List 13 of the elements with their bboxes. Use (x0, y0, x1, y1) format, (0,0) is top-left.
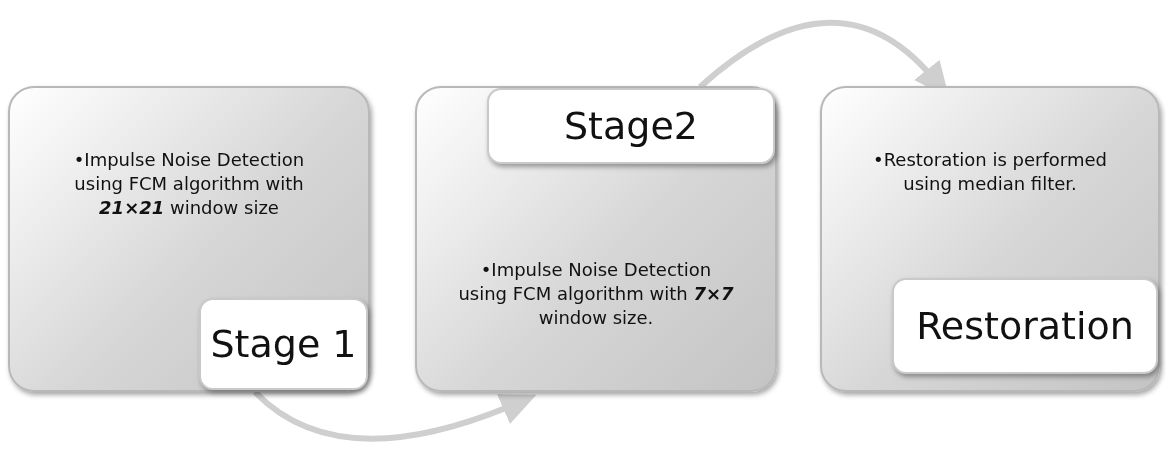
stage-card (8, 86, 370, 392)
stage-description: •Impulse Noise Detection using FCM algorithm with 21×21 window size (72, 148, 306, 220)
stage-title: Restoration (916, 304, 1134, 348)
stage-title: Stage 1 (210, 322, 357, 366)
stage-title-box (199, 298, 368, 390)
curved-arrow (252, 389, 537, 442)
stage-description: •Restoration is performed using median filter. (872, 148, 1108, 196)
stage-title-box (487, 88, 775, 164)
stage-card (415, 86, 777, 392)
stage-description: •Impulse Noise Detection using FCM algorithm with 7×7 window size. (457, 258, 735, 330)
stage-card (820, 86, 1160, 392)
stage-title-box (892, 278, 1158, 374)
stage-title: Stage2 (564, 104, 698, 148)
